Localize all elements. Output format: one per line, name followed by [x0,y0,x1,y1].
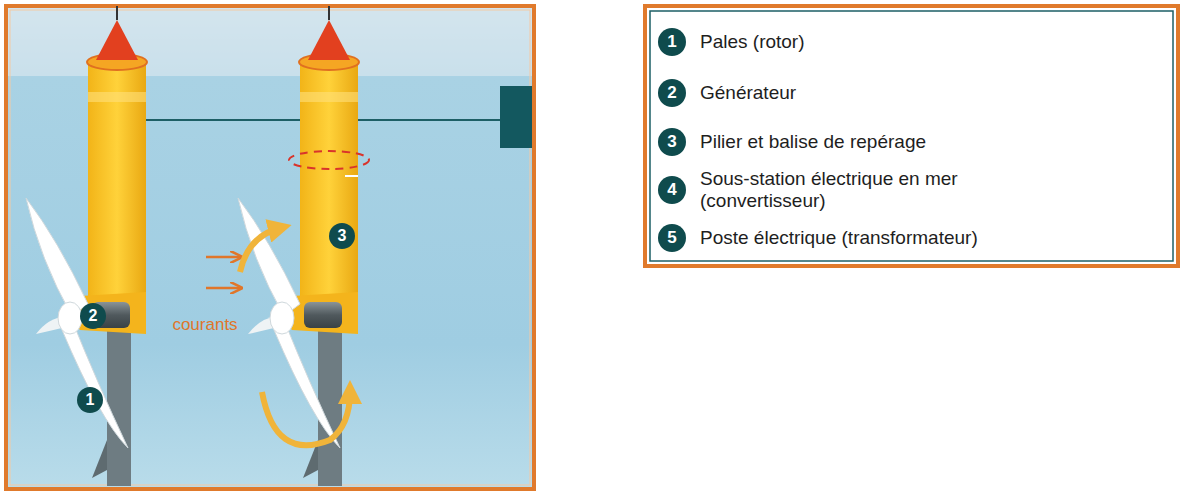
legend-number: 1 [658,28,686,56]
legend-text: Générateur [700,82,796,104]
callout-number: 3 [329,223,355,249]
legend-text: Pilier et balise de repérage [700,131,926,153]
callout-number: 2 [80,303,106,329]
legend-number: 5 [658,224,686,252]
legend-text: Poste électrique (transformateur) [700,227,978,249]
callout-number: 1 [77,387,103,413]
legend-number: 4 [658,176,686,204]
legend-number: 3 [658,128,686,156]
legend-text: Sous-station électrique en mer (converti… [700,168,1030,212]
legend-text: Pales (rotor) [700,31,805,53]
current-label: courants [172,315,237,335]
legend-number: 2 [658,79,686,107]
